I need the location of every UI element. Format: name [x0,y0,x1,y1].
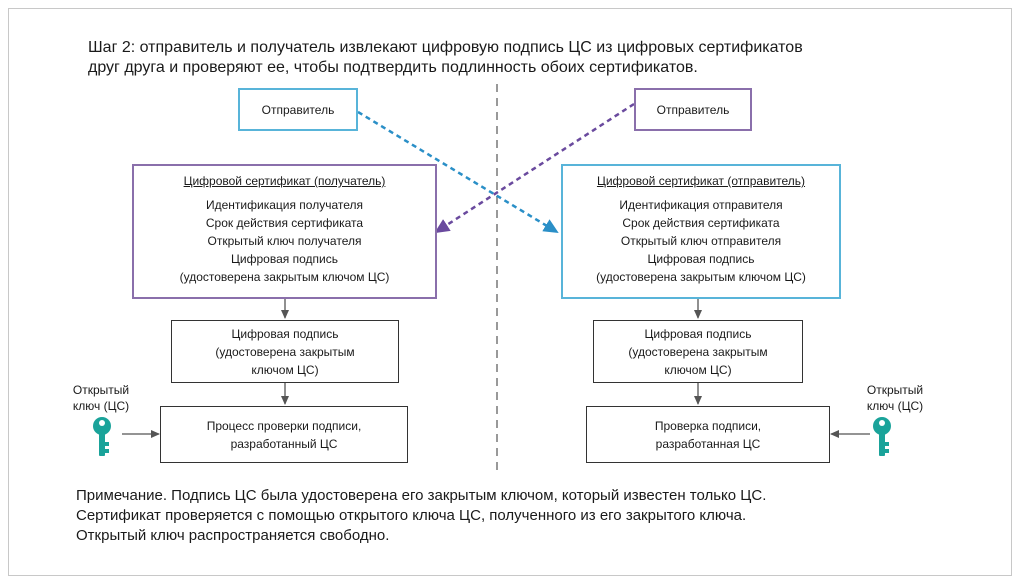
footnote-line: Открытый ключ распространяется свободно. [76,527,390,544]
left-signature-line: Цифровая подпись [231,326,339,341]
left-key-label: Открытый ключ (ЦС) [62,382,140,414]
right-certificate-box: Цифровой сертификат (отправитель) Иденти… [561,164,841,299]
right-sender-label: Отправитель [656,102,730,117]
heading-line-2: друг друга и проверяют ее, чтобы подтвер… [88,59,698,76]
heading: Шаг 2: отправитель и получатель извлекаю… [88,38,968,78]
left-key-icon [93,417,111,456]
right-process-box: Проверка подписи, разработанная ЦС [586,406,830,463]
right-key-label-line: ключ (ЦС) [866,399,924,413]
right-signature-line: (удостоверена закрытым [628,344,768,359]
left-process-line: Процесс проверки подписи, [206,418,362,433]
right-key-label: Открытый ключ (ЦС) [858,382,932,414]
left-certificate-line: Идентификация получателя [205,198,363,212]
left-signature-box: Цифровая подпись (удостоверена закрытым … [171,320,399,383]
footnote: Примечание. Подпись ЦС была удостоверена… [76,486,976,546]
right-signature-line: Цифровая подпись [644,326,752,341]
heading-line-1: Шаг 2: отправитель и получатель извлекаю… [88,39,803,56]
left-sender-label: Отправитель [261,102,335,117]
arrow-right-sender-to-left-certificate [434,102,635,234]
right-certificate-line: Срок действия сертификата [622,216,780,230]
right-certificate-line: (удостоверена закрытым ключом ЦС) [596,270,806,284]
left-certificate-line: (удостоверена закрытым ключом ЦС) [179,270,390,284]
left-key-label-line: ключ (ЦС) [72,399,130,413]
left-certificate-line: Срок действия сертификата [205,216,364,230]
right-signature-line: ключом ЦС) [664,362,732,377]
right-sender-box: Отправитель [634,88,752,131]
left-process-line: разработанный ЦС [230,436,338,451]
left-certificate-line: Цифровая подпись [231,252,338,266]
right-certificate-line: Цифровая подпись [647,252,755,266]
right-certificate-line: Открытый ключ отправителя [620,234,782,248]
right-key-label-line: Открытый [866,383,924,397]
footnote-line: Сертификат проверяется с помощью открыто… [76,507,747,524]
left-key-label-line: Открытый [72,383,130,397]
left-signature-line: (удостоверена закрытым [215,344,355,359]
right-key-icon [873,417,891,456]
diagram-frame [8,8,1012,576]
left-sender-box: Отправитель [238,88,358,131]
right-signature-box: Цифровая подпись (удостоверена закрытым … [593,320,803,383]
left-certificate-box: Цифровой сертификат (получатель) Идентиф… [132,164,437,299]
right-certificate-title: Цифровой сертификат (отправитель) [596,174,806,188]
right-process-line: разработанная ЦС [655,436,761,451]
left-certificate-line: Открытый ключ получателя [207,234,362,248]
left-process-box: Процесс проверки подписи, разработанный … [160,406,408,463]
right-certificate-line: Идентификация отправителя [619,198,783,212]
left-certificate-title: Цифровой сертификат (получатель) [183,174,386,188]
left-signature-line: ключом ЦС) [251,362,319,377]
footnote-line: Примечание. Подпись ЦС была удостоверена… [76,487,767,504]
arrow-left-sender-to-right-certificate [357,110,559,234]
right-process-line: Проверка подписи, [654,418,762,433]
